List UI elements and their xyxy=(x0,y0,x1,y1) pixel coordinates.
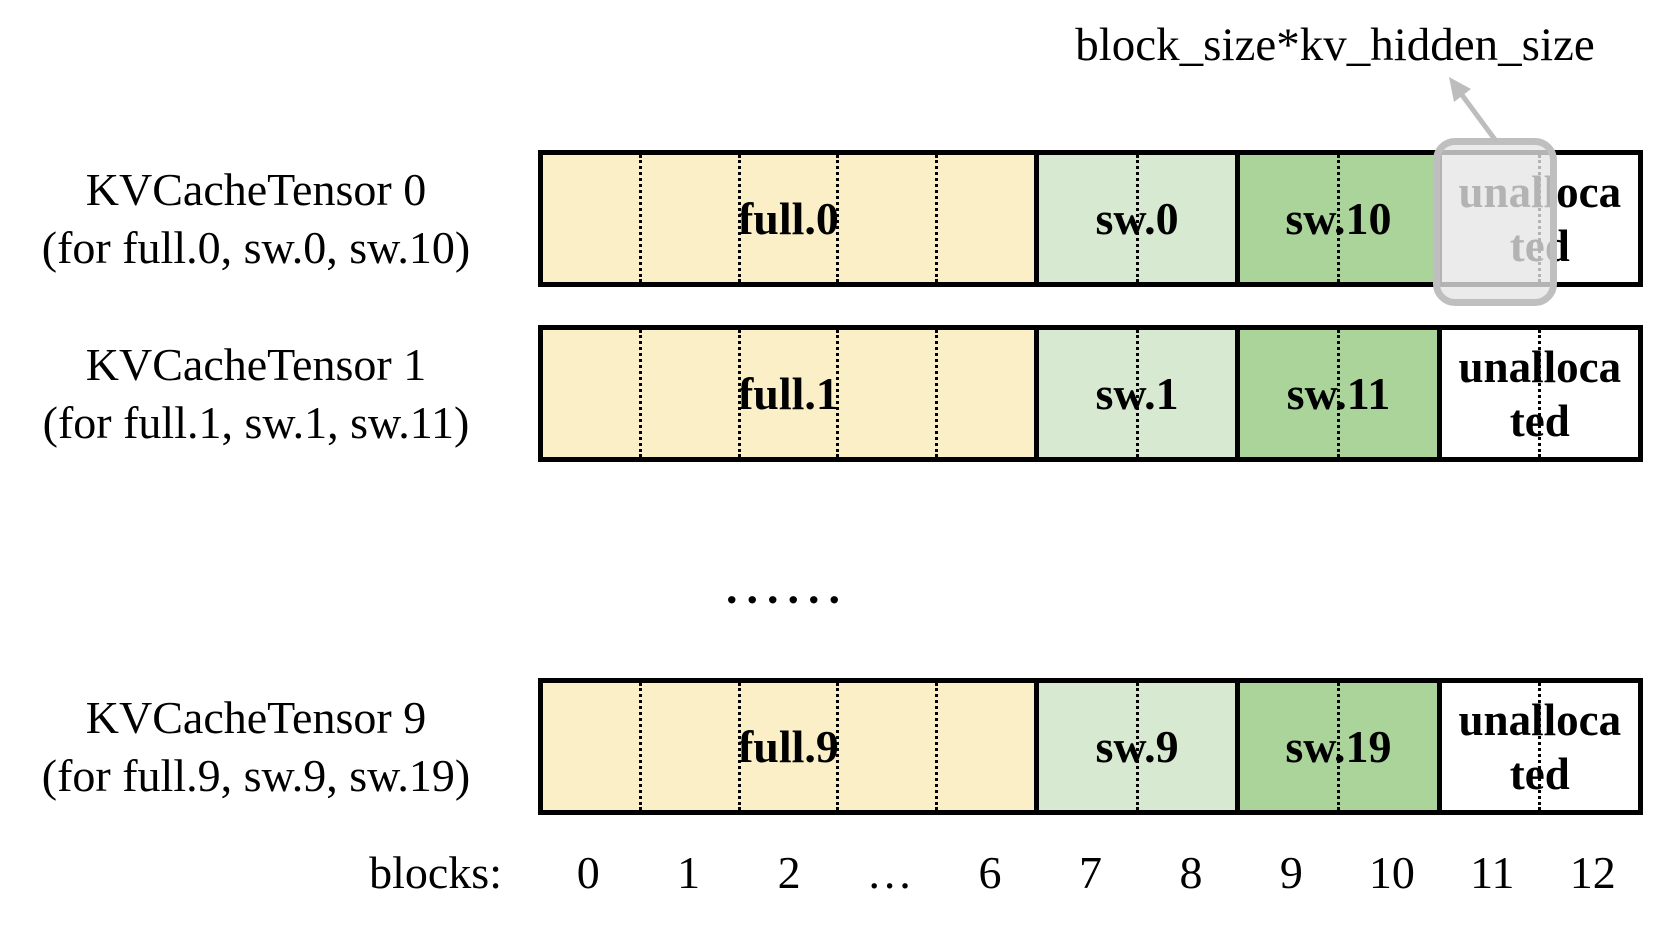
block-cell xyxy=(1039,330,1136,457)
block-cell xyxy=(1135,155,1236,282)
block-cell xyxy=(1240,330,1337,457)
block-cell xyxy=(737,155,837,282)
tensor-9-region-sw: sw.9 xyxy=(1033,683,1236,810)
block-cell xyxy=(1135,683,1236,810)
block-tick-6: 6 xyxy=(978,847,1002,898)
tensor-9-name: KVCacheTensor 9 xyxy=(85,692,427,744)
block-cell xyxy=(543,330,639,457)
block-cell xyxy=(1336,330,1437,457)
block-tick-ellipsis: … xyxy=(866,847,913,898)
block-tick-2: 2 xyxy=(777,847,801,898)
tensor-row-9: KVCacheTensor 9 (for full.9, sw.9, sw.19… xyxy=(0,678,1676,815)
block-tick-9: 9 xyxy=(1279,847,1303,898)
annotation-arrow-line xyxy=(1459,93,1499,143)
block-cell xyxy=(1135,330,1236,457)
tensor-1-region-sw: sw.1 xyxy=(1033,330,1236,457)
tensor-1-region-sw2: sw.11 xyxy=(1235,330,1437,457)
block-cell xyxy=(737,330,837,457)
tensor-1-label: KVCacheTensor 1 (for full.1, sw.1, sw.11… xyxy=(10,325,502,462)
tensor-9-region-sw2: sw.19 xyxy=(1235,683,1437,810)
tensor-9-label: KVCacheTensor 9 (for full.9, sw.9, sw.19… xyxy=(10,678,502,815)
block-cell xyxy=(1538,155,1638,282)
tensor-row-1: KVCacheTensor 1 (for full.1, sw.1, sw.11… xyxy=(0,325,1676,462)
block-cell xyxy=(1538,330,1638,457)
block-tick-10: 10 xyxy=(1368,847,1415,898)
tensor-9-region-unallocated: unallocated xyxy=(1436,683,1638,810)
block-cell xyxy=(935,155,1034,282)
block-cell xyxy=(935,683,1034,810)
block-cell xyxy=(1442,683,1539,810)
block-tick-7: 7 xyxy=(1078,847,1102,898)
tensor-0-region-sw2: sw.10 xyxy=(1235,155,1437,282)
tensor-1-region-unallocated: unallocated xyxy=(1436,330,1638,457)
tensor-1-region-full: full.1 xyxy=(543,330,1034,457)
block-cell xyxy=(638,155,738,282)
tensor-0-region-full: full.0 xyxy=(543,155,1034,282)
block-cell xyxy=(1442,330,1539,457)
block-tick-12: 12 xyxy=(1569,847,1616,898)
block-cell xyxy=(1336,155,1437,282)
block-tick-11: 11 xyxy=(1470,847,1515,898)
tensor-0-sublabel: (for full.0, sw.0, sw.10) xyxy=(41,221,471,273)
tensor-9-region-full: full.9 xyxy=(543,683,1034,810)
tensor-row-0: KVCacheTensor 0 (for full.0, sw.0, sw.10… xyxy=(0,150,1676,287)
block-cell xyxy=(1039,683,1136,810)
block-cell xyxy=(935,330,1034,457)
block-tick-1: 1 xyxy=(677,847,701,898)
block-cell xyxy=(1240,683,1337,810)
block-cell xyxy=(1442,155,1539,282)
block-size-annotation-label: block_size*kv_hidden_size xyxy=(1075,19,1595,71)
rows-ellipsis: ...... xyxy=(726,562,849,613)
block-cell xyxy=(543,155,639,282)
tensor-0-region-unallocated: unallocated xyxy=(1436,155,1638,282)
block-cell xyxy=(1240,155,1337,282)
tensor-9-box: full.9 sw.9 sw.19 unallocated xyxy=(538,678,1643,815)
block-cell xyxy=(836,683,935,810)
block-cell xyxy=(1538,683,1638,810)
tensor-1-name: KVCacheTensor 1 xyxy=(85,339,427,391)
tensor-0-region-sw: sw.0 xyxy=(1033,155,1236,282)
annotation-arrow-head xyxy=(1449,77,1471,102)
tensor-1-sublabel: (for full.1, sw.1, sw.11) xyxy=(42,396,470,448)
blocks-axis-label: blocks: xyxy=(369,847,502,898)
block-cell xyxy=(737,683,837,810)
block-cell xyxy=(1039,155,1136,282)
block-cell xyxy=(836,330,935,457)
block-cell xyxy=(638,330,738,457)
block-tick-0: 0 xyxy=(576,847,600,898)
block-tick-8: 8 xyxy=(1179,847,1203,898)
block-cell xyxy=(1336,683,1437,810)
tensor-0-name: KVCacheTensor 0 xyxy=(85,164,427,216)
tensor-1-box: full.1 sw.1 sw.11 unallocated xyxy=(538,325,1643,462)
block-cell xyxy=(543,683,639,810)
block-cell xyxy=(638,683,738,810)
tensor-0-label: KVCacheTensor 0 (for full.0, sw.0, sw.10… xyxy=(10,150,502,287)
tensor-0-box: full.0 sw.0 sw.10 unallocated xyxy=(538,150,1643,287)
tensor-9-sublabel: (for full.9, sw.9, sw.19) xyxy=(41,749,471,801)
block-cell xyxy=(836,155,935,282)
blocks-axis: 0 1 2 … 6 7 8 9 10 11 12 xyxy=(538,843,1643,903)
